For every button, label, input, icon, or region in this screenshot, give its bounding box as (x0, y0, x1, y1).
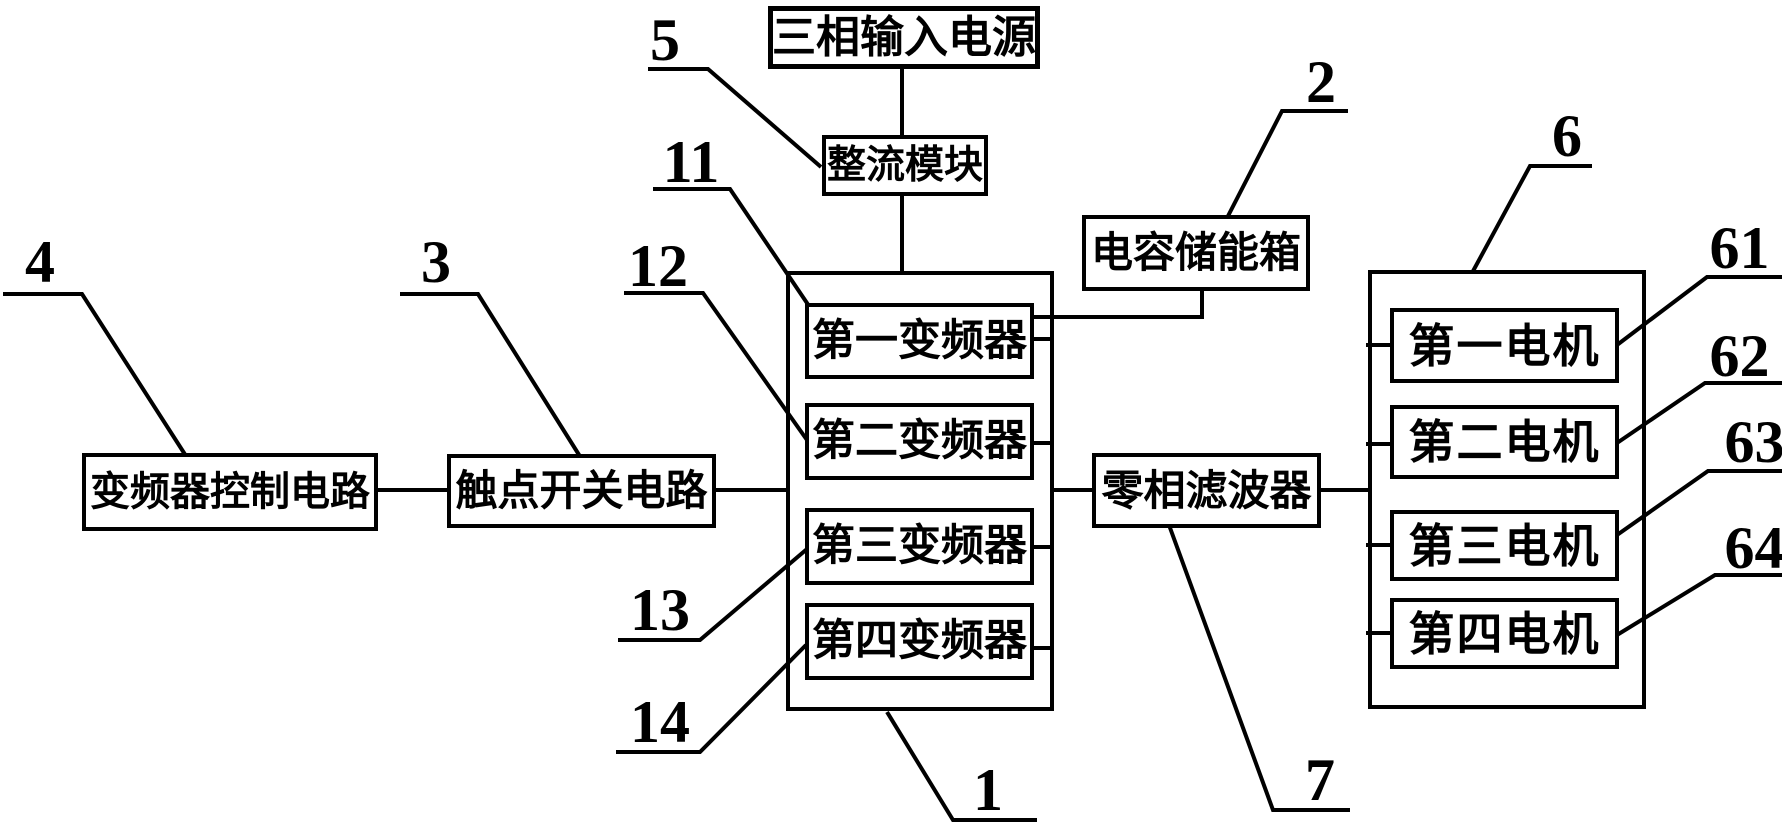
ref-label-7: 7 (1305, 747, 1335, 813)
leader-12 (624, 291, 809, 442)
ref-label-11: 11 (662, 129, 720, 195)
ref-label-14: 14 (630, 689, 690, 755)
leader-63 (1615, 469, 1782, 537)
leader-3 (400, 292, 583, 460)
wire-capacitor-to-inverter1 (1031, 288, 1204, 319)
box-motor-1: 第一电机 (1390, 308, 1619, 383)
ref-label-6: 6 (1552, 103, 1582, 169)
ref-label-62: 62 (1709, 323, 1770, 389)
leader-64 (1615, 573, 1782, 637)
ref-label-61: 61 (1709, 215, 1770, 281)
ref-label-4: 4 (25, 229, 55, 295)
box-inverter-2: 第二变频器 (805, 403, 1034, 480)
ref-label-63: 63 (1724, 409, 1782, 475)
leader-6 (1470, 164, 1592, 274)
ref-label-3: 3 (421, 229, 451, 295)
leader-1 (885, 710, 1037, 822)
leader-5 (648, 67, 823, 169)
box-motor-4: 第四电机 (1390, 598, 1619, 669)
leader-7 (1167, 524, 1350, 812)
inverter-group-box (786, 271, 1054, 711)
leader-2 (1225, 109, 1348, 219)
ref-label-64: 64 (1724, 515, 1782, 581)
box-zero-phase-filter: 零相滤波器 (1092, 453, 1321, 528)
leader-14 (616, 643, 808, 754)
box-inverter-4: 第四变频器 (805, 603, 1034, 680)
ref-label-12: 12 (628, 233, 688, 299)
box-contact-switch-circuit: 触点开关电路 (447, 454, 716, 528)
leader-62 (1615, 381, 1782, 445)
motor-group-box (1368, 270, 1646, 709)
box-motor-2: 第二电机 (1390, 405, 1619, 479)
ref-label-13: 13 (630, 577, 690, 643)
leader-13 (618, 547, 809, 642)
leader-61 (1615, 275, 1782, 347)
ref-label-5: 5 (650, 7, 680, 73)
box-motor-3: 第三电机 (1390, 510, 1619, 581)
leader-11 (653, 187, 811, 308)
box-inverter-1: 第一变频器 (805, 303, 1034, 379)
leader-4 (3, 292, 188, 458)
ref-label-1: 1 (973, 757, 1003, 822)
box-three-phase-input-power: 三相输入电源 (768, 6, 1040, 69)
box-rectifier-module: 整流模块 (822, 135, 988, 196)
box-inverter-control-circuit: 变频器控制电路 (82, 453, 378, 531)
ref-label-2: 2 (1306, 49, 1336, 115)
box-capacitor-storage: 电容储能箱 (1082, 215, 1310, 291)
box-inverter-3: 第三变频器 (805, 508, 1034, 585)
